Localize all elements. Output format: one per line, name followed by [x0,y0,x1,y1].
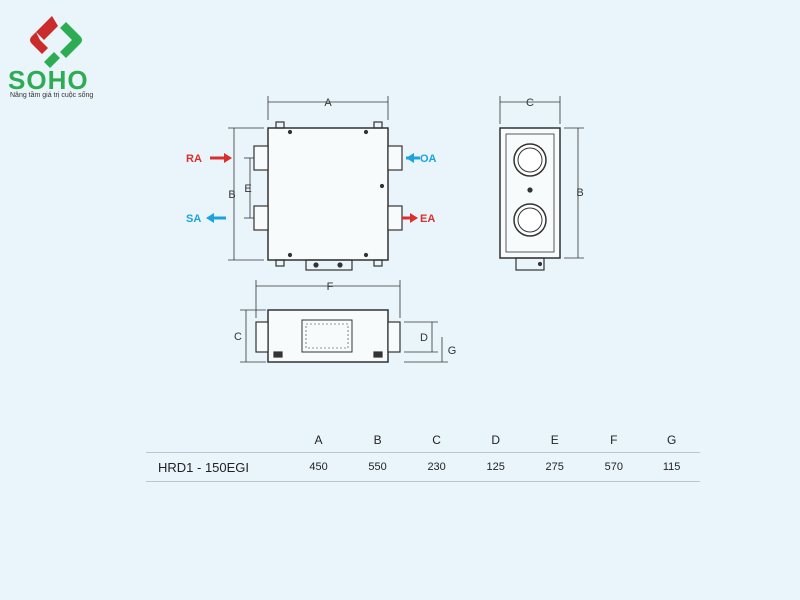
table-header-row: A B C D E F G [146,428,700,453]
bottom-bracket [305,259,353,271]
mount-tab [373,259,383,267]
bottom-collar-left [255,321,269,353]
table-header-cell: E [525,428,585,453]
mount-tab [275,121,285,129]
table-cell: 550 [348,452,408,482]
table-cell: 450 [289,452,349,482]
port-ea-label: EA [420,213,435,225]
port-oa-label: OA [420,153,437,165]
mount-tab [373,121,383,129]
table-header-cell: D [466,428,526,453]
bottom-body [267,309,389,363]
mount-tab [275,259,285,267]
duct-collar-ea [387,205,403,231]
technical-drawing: A B E RA SA OA EA C [186,96,584,363]
table-row: HRD1 - 150EGI 450 550 230 125 275 570 11… [146,452,700,482]
side-duct-bottom [513,203,547,237]
logo-tagline: Nâng tầm giá trị cuộc sống [10,92,94,99]
side-view [499,96,584,271]
bottom-collar-right [387,321,401,353]
table-header-cell: B [348,428,408,453]
oa-arrow-icon [406,153,420,163]
table-header-cell: F [584,428,644,453]
table-header-cell: G [643,428,700,453]
sa-arrow-icon [206,213,226,223]
port-sa-label: SA [186,213,201,225]
duct-collar-oa [387,145,403,171]
bottom-access-panel [301,319,353,353]
table-cell: 275 [525,452,585,482]
front-body [267,127,389,261]
bottom-dim-f-label: F [327,281,334,293]
table-cell: 125 [466,452,526,482]
logo-wordmark: SOHO [8,65,89,95]
front-dim-b-label: B [228,189,235,201]
side-dim-c-label: C [526,97,534,109]
bottom-dim-c-label: C [234,331,242,343]
dimension-table: A B C D E F G HRD1 - 150EGI 450 550 230 … [146,428,700,482]
table-cell: 230 [407,452,467,482]
duct-collar-sa [253,205,269,231]
bottom-view [240,280,448,363]
ra-arrow-icon [210,153,232,163]
front-view [228,96,403,271]
table-header-cell: A [289,428,349,453]
bottom-dim-d-label: D [420,332,428,344]
brand-logo [8,12,118,107]
front-dim-e-label: E [244,183,251,195]
front-dim-a-label: A [324,97,332,109]
table-cell-model: HRD1 - 150EGI [146,452,289,482]
logo-mark-icon [30,16,82,68]
table-cell: 115 [643,452,700,482]
side-dim-b-label: B [576,187,583,199]
table-header-cell: C [407,428,467,453]
table-cell: 570 [584,452,644,482]
port-ra-label: RA [186,153,202,165]
ea-arrow-icon [402,213,418,223]
duct-collar-ra [253,145,269,171]
table-header-model [146,428,289,453]
side-bracket [515,257,545,271]
bottom-dim-g-label: G [448,345,457,357]
side-duct-top [513,143,547,177]
